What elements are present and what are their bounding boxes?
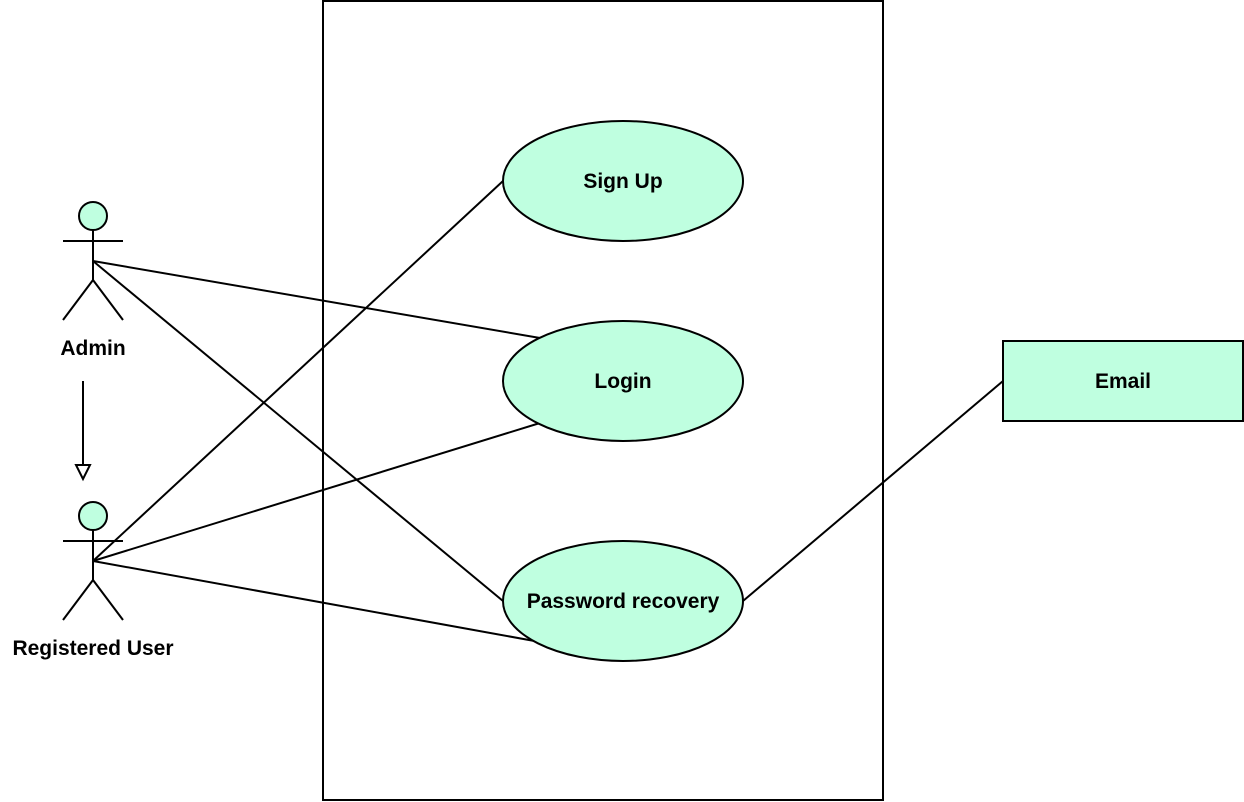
admin-login-association (92, 260, 541, 339)
admin-password-recovery-association (92, 260, 504, 602)
registered-user-label: Registered User (12, 637, 173, 660)
sign-up-label: Sign Up (583, 170, 662, 193)
use-case-password-recovery[interactable]: Password recovery (502, 540, 744, 662)
admin-stick-figure-icon (62, 201, 124, 321)
password-recovery-email-association (742, 380, 1004, 602)
generalization-arrow (74, 381, 92, 482)
registered-user-stick-figure-icon (62, 501, 124, 621)
email-system[interactable]: Email (1002, 340, 1244, 422)
admin-actor[interactable]: Admin (60, 201, 126, 360)
email-label: Email (1095, 370, 1151, 393)
associations (92, 180, 1004, 643)
registered-user-actor[interactable]: Registered User (12, 501, 174, 660)
user-password-recovery-association (92, 560, 541, 643)
admin-label: Admin (60, 337, 125, 360)
use-case-login[interactable]: Login (502, 320, 744, 442)
password-recovery-label: Password recovery (527, 590, 720, 613)
system-boundary (322, 0, 884, 801)
user-sign-up-association (92, 180, 504, 562)
user-login-association (92, 422, 541, 562)
use-case-sign-up[interactable]: Sign Up (502, 120, 744, 242)
login-label: Login (594, 370, 651, 393)
